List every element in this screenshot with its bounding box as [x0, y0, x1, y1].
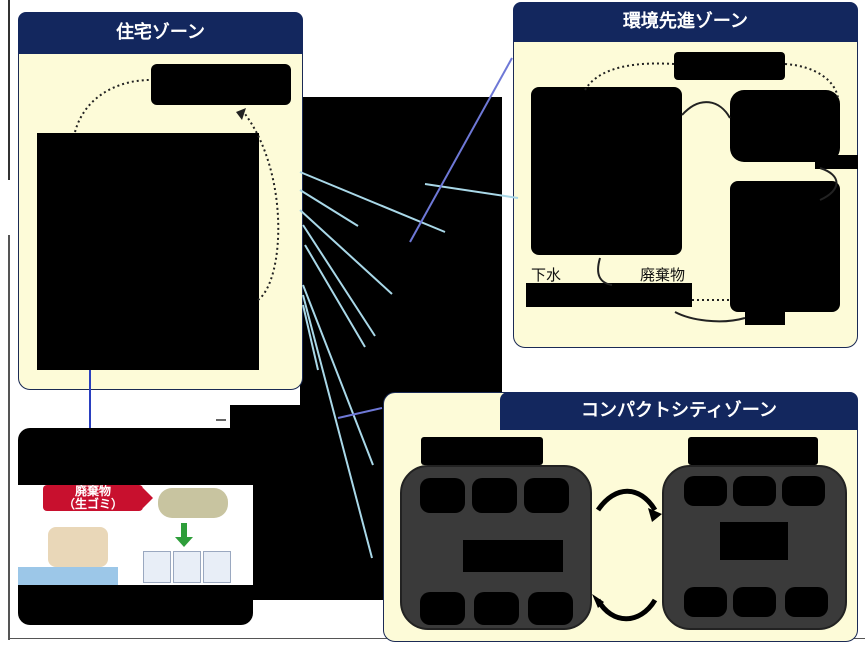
environment-dotted-loop-top	[584, 62, 675, 91]
container-2	[173, 551, 201, 583]
compact-left-header	[421, 437, 543, 465]
residential-main-box	[37, 133, 259, 370]
green-arrow-icon	[181, 523, 187, 539]
connector-line	[299, 171, 446, 233]
residential-zone-title: 住宅ゾーン	[18, 12, 303, 54]
connector-line	[302, 284, 374, 466]
waste-caption-line2: （生ゴミ）	[62, 497, 123, 511]
waste-label: 廃棄物	[640, 266, 686, 284]
compact-city-zone-title: コンパクトシティゾーン	[500, 392, 858, 430]
ground-strip	[18, 567, 118, 585]
compact-left-node-3	[524, 478, 569, 513]
connector-line	[299, 209, 393, 295]
compact-left-node-1	[420, 478, 465, 513]
people-illustration	[48, 527, 108, 567]
environment-arrow-right	[819, 167, 838, 201]
container-3	[203, 551, 231, 583]
sewage-label: 下水	[531, 266, 562, 284]
compact-left-node-5	[474, 592, 519, 625]
compact-left-node-6	[528, 592, 573, 625]
environment-right-tab	[815, 155, 858, 169]
environment-bottom-tab	[745, 310, 785, 325]
processing-machine-image	[158, 488, 228, 518]
compact-right-node-3	[782, 476, 825, 506]
compact-left-node-2	[472, 478, 517, 513]
compact-cycle-arrow-top	[595, 488, 658, 512]
waste-arrow-shape	[143, 488, 153, 508]
environment-zone-title: 環境先進ゾーン	[513, 2, 858, 42]
compact-right-node-4	[684, 587, 727, 617]
container-1	[143, 551, 171, 583]
residential-top-box	[151, 64, 291, 105]
photo-illustration: 廃棄物 （生ゴミ）	[18, 485, 253, 585]
compact-right-node-1	[684, 476, 727, 506]
residential-dotted-arrow	[74, 79, 151, 133]
waste-caption-badge: 廃棄物 （生ゴミ）	[43, 485, 143, 511]
environment-arrow-bottom-return	[674, 311, 746, 323]
connector-line	[302, 304, 319, 371]
environment-right-top-box	[730, 90, 840, 162]
compact-right-center	[720, 522, 788, 560]
residential-arrowhead	[236, 108, 246, 120]
compact-right-header	[688, 437, 818, 465]
environment-arrow-mid	[681, 101, 731, 119]
connector-line	[302, 294, 373, 559]
connector-line	[304, 244, 366, 348]
compact-right-node-5	[733, 587, 776, 617]
waste-caption-line1: 廃棄物	[74, 485, 111, 498]
left-frame-line-lower	[8, 235, 10, 640]
green-arrow-head	[175, 537, 193, 547]
compact-left-node-4	[420, 592, 465, 625]
connector-line-blue	[337, 407, 383, 419]
connector-line	[299, 189, 359, 227]
environment-right-bottom-box	[730, 181, 840, 312]
connector-line	[302, 224, 376, 337]
environment-arrow-bottom	[597, 257, 613, 286]
compact-cycle-arrowhead-top	[648, 508, 662, 522]
compact-cycle-arrowhead-bottom	[592, 594, 604, 608]
compact-right-node-2	[733, 476, 776, 506]
compact-cycle-arrow-bottom	[595, 598, 658, 622]
environment-bottom-bar	[526, 283, 692, 307]
left-frame-line	[8, 0, 10, 180]
residential-dotted-arrow-right	[241, 109, 280, 301]
environment-dotted-loop-top-right	[784, 63, 839, 99]
connector-line-blue	[409, 57, 513, 243]
environment-top-box	[674, 52, 785, 80]
environment-left-box	[531, 87, 682, 255]
compact-right-node-6	[785, 587, 828, 617]
compact-left-center	[463, 540, 563, 572]
